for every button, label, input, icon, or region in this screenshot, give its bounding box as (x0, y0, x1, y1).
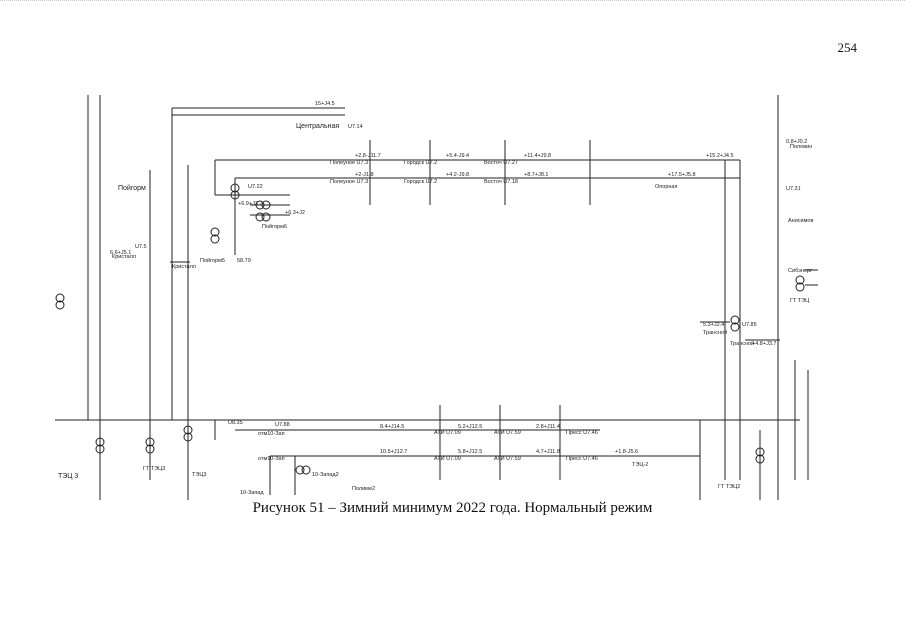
node-labels: Центральная U7.14 15+J4.5 Пойгорм Полеун… (58, 101, 813, 496)
node-label: Пресс U7.46 (566, 456, 598, 462)
node-label: Трансной (703, 329, 727, 336)
node-label: Полеуное U7.3 (330, 160, 368, 166)
node-label: ТЭЦ 3 (58, 473, 78, 480)
flow-value: +5.4-J9.4 (446, 153, 469, 159)
flow-value: +11.4+J9.8 (524, 153, 551, 159)
node-label: 10-Запад (240, 490, 264, 496)
node-label: Половин (790, 144, 812, 150)
node-label: Городск U7.2 (404, 179, 437, 185)
node-label: ГТ ТЭЦ (790, 298, 809, 304)
flow-value: 5.3+J2.4 (703, 322, 724, 328)
node-label: ГТ ТЭЦ2 (718, 484, 740, 490)
node-label: отм10-Зап (258, 456, 285, 462)
flow-value: 58.79 (237, 258, 251, 264)
node-label: отм10-Зап (258, 431, 285, 437)
node-label: U7.14 (348, 124, 363, 130)
node-label: АТИ U7.09 (434, 430, 461, 436)
flow-value: U7.5 (135, 244, 147, 250)
flow-value: +4.2-J9.8 (446, 172, 469, 178)
flow-value: U7.22 (248, 184, 263, 190)
node-label: АТИ U7.09 (434, 456, 461, 462)
flow-value: 5.8+J12.5 (458, 449, 482, 455)
node-label: Кристалл (172, 264, 196, 270)
node-label: Анисимов (788, 218, 813, 224)
node-label: Пресс U7.46 (566, 430, 598, 436)
node-label: 15+J4.5 (315, 101, 335, 107)
flow-value: 0.8+J0.2 (786, 139, 807, 145)
bus-lines (55, 95, 818, 500)
node-label: Восточ U7.18 (484, 179, 518, 185)
node-label: Трансной (730, 340, 754, 347)
node-label: Пойгорм5 (200, 257, 225, 264)
node-label: Восточ U7.27 (484, 160, 518, 166)
node-label: Кристалл (112, 254, 136, 260)
flow-value: U8.35 (228, 420, 243, 426)
flow-value: U7.31 (786, 186, 801, 192)
node-label: АТИ U7.59 (494, 430, 521, 436)
flow-value: +15.2+J4.5 (706, 153, 734, 159)
flow-value: U7.85 (742, 322, 757, 328)
node-label: АТИ U7.59 (494, 456, 521, 462)
scan-artifact (0, 0, 905, 7)
node-label: Пойгорм6 (262, 223, 287, 230)
node-label: Пойгорм (118, 184, 146, 192)
figure-caption: Рисунок 51 – Зимний минимум 2022 года. Н… (252, 500, 653, 516)
node-label: Центральная (296, 123, 339, 130)
node-label: Полиме2 (352, 486, 375, 492)
node-label: ТЭЦ3 (192, 472, 206, 478)
flow-value: U7.88 (275, 422, 290, 428)
node-label: Сибэнерг (788, 268, 812, 274)
flow-value: +1.8-J5.6 (615, 449, 638, 455)
flow-value: 10.5+J12.7 (380, 449, 407, 455)
flow-value: +17.5+J5.8 (668, 172, 696, 178)
node-label: Городск U7.2 (404, 160, 437, 166)
node-label: Полеуное U7.3 (330, 179, 368, 185)
flow-value: +6.9+J3.7 (238, 201, 262, 207)
node-label: 10-Запад2 (312, 472, 339, 478)
node-label: Опорная (655, 184, 677, 190)
flow-value: 8.4+J14.5 (380, 424, 404, 430)
flow-value: +2-J1.8 (355, 172, 374, 178)
node-label: ГТ ТЭЦ3 (143, 466, 165, 472)
transformers (55, 183, 805, 475)
flow-value: +8.7+J8.1 (524, 172, 548, 178)
flow-value: +6.3+J2 (285, 210, 305, 216)
flow-value: +2.8-J11.7 (355, 153, 381, 159)
page-number: 254 (837, 40, 858, 55)
node-label: ТЭЦ-2 (632, 462, 648, 468)
flow-values: +2.8-J11.7 +5.4-J9.4 +11.4+J9.8 +15.2+J4… (110, 139, 807, 455)
flow-value: 4.7+J11.8 (536, 449, 560, 455)
flow-value: 5.2+J12.5 (458, 424, 482, 430)
flow-value: +4.8+J3.7 (752, 341, 776, 347)
flow-value: 2.8+J11.4 (536, 424, 560, 430)
flow-value: 6.6+J5.1 (110, 250, 131, 256)
